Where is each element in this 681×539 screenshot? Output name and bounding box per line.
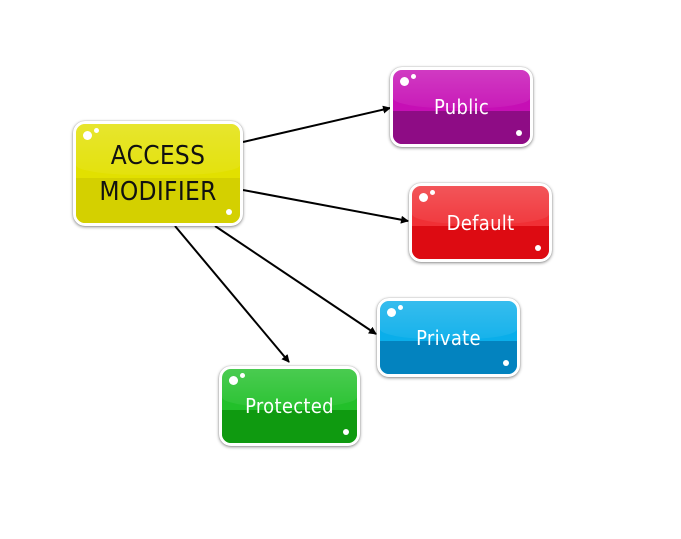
- node-label: Public: [433, 95, 490, 119]
- highlight-dot-icon: [229, 376, 238, 385]
- highlight-dot-icon: [516, 130, 522, 136]
- node-label: Protected: [245, 394, 334, 418]
- node-label: Private: [416, 325, 481, 350]
- highlight-dot-icon: [430, 190, 435, 195]
- node-protected: Protected: [219, 366, 360, 446]
- arrow-to-private: [214, 225, 377, 335]
- node-shade: [380, 341, 517, 374]
- highlight-dot-icon: [535, 245, 541, 251]
- node-label-line1: ACCESS: [110, 140, 206, 171]
- node-default: Default: [409, 183, 552, 262]
- highlight-dot-icon: [83, 131, 92, 140]
- arrow-to-default: [242, 189, 409, 224]
- arrow-to-protected: [174, 225, 290, 363]
- highlight-dot-icon: [94, 128, 99, 133]
- node-label-line2: MODIFIER: [99, 176, 217, 207]
- highlight-dot-icon: [240, 373, 245, 378]
- node-shade: [412, 226, 549, 259]
- node-access-modifier: ACCESS MODIFIER: [73, 121, 243, 226]
- highlight-dot-icon: [343, 429, 349, 435]
- node-shade: [76, 178, 240, 223]
- highlight-dot-icon: [398, 305, 403, 310]
- node-label: Default: [446, 210, 515, 235]
- node-public: Public: [390, 67, 533, 147]
- highlight-dot-icon: [400, 77, 409, 86]
- arrow-to-public: [242, 105, 391, 143]
- node-shade: [393, 110, 530, 144]
- highlight-dot-icon: [226, 209, 232, 215]
- node-label: ACCESS MODIFIER: [99, 138, 216, 210]
- highlight-dot-icon: [387, 308, 396, 317]
- highlight-dot-icon: [411, 74, 416, 79]
- node-shade: [222, 409, 357, 443]
- highlight-dot-icon: [419, 193, 428, 202]
- highlight-dot-icon: [503, 360, 509, 366]
- node-private: Private: [377, 298, 520, 377]
